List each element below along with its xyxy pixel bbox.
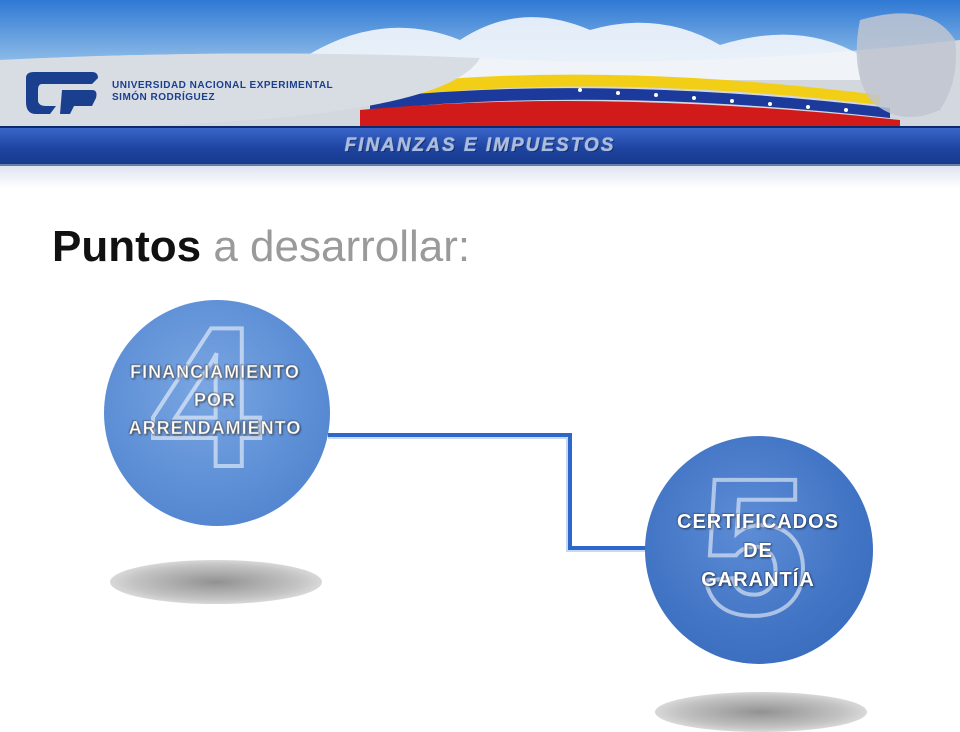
point-5-circle bbox=[645, 436, 873, 664]
point-5-number: 5 bbox=[698, 438, 810, 656]
point-4-label: FINANCIAMIENTO POR ARRENDAMIENTO bbox=[100, 358, 330, 442]
university-name-line1: UNIVERSIDAD NACIONAL EXPERIMENTAL bbox=[112, 80, 334, 91]
university-name: UNIVERSIDAD NACIONAL EXPERIMENTAL SIMÓN … bbox=[112, 80, 333, 104]
point-4-label-line: POR bbox=[193, 390, 236, 411]
banner-background bbox=[0, 0, 960, 128]
point-4-shadow bbox=[110, 560, 322, 604]
point-4-number: 4 bbox=[148, 286, 263, 509]
header-banner: UNIVERSIDAD NACIONAL EXPERIMENTAL SIMÓN … bbox=[0, 0, 960, 128]
slide-title-strong: Puntos bbox=[52, 222, 202, 271]
section-bar: FINANZAS E IMPUESTOS bbox=[0, 126, 960, 166]
university-name-line2: SIMÓN RODRÍGUEZ bbox=[112, 92, 216, 103]
point-4-label-line: ARRENDAMIENTO bbox=[128, 418, 302, 439]
university-logo bbox=[26, 72, 98, 114]
point-5-label-line: GARANTÍA bbox=[701, 569, 815, 591]
point-4-circle bbox=[104, 300, 330, 526]
slide-title-light: a desarrollar: bbox=[201, 222, 471, 271]
slide-title: Puntos a desarrollar: bbox=[52, 222, 470, 272]
point-4-label-line: FINANCIAMIENTO bbox=[130, 362, 300, 383]
section-bar-reflection bbox=[0, 164, 960, 188]
section-title: FINANZAS E IMPUESTOS bbox=[344, 135, 616, 156]
point-5-label: CERTIFICADOS DE GARANTÍA bbox=[640, 508, 876, 595]
point-5-label-line: DE bbox=[743, 540, 773, 562]
point-5-shadow bbox=[655, 692, 867, 732]
point-5-label-line: CERTIFICADOS bbox=[677, 511, 839, 533]
